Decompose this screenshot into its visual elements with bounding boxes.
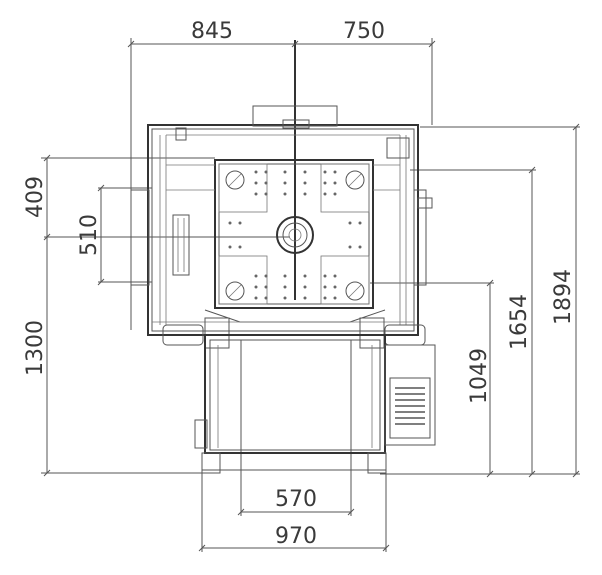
dim-570: 570	[275, 487, 317, 512]
machine-outline	[130, 105, 436, 474]
dim-1654: 1654	[507, 294, 532, 350]
dim-1049: 1049	[467, 348, 492, 404]
dim-970: 970	[275, 524, 317, 549]
dimension-lines	[41, 38, 580, 552]
dim-510: 510	[77, 214, 102, 256]
dim-1894: 1894	[551, 269, 576, 325]
dim-750: 750	[343, 19, 385, 44]
dim-1300: 1300	[23, 320, 48, 376]
dim-409: 409	[23, 176, 48, 218]
dim-845: 845	[191, 19, 233, 44]
